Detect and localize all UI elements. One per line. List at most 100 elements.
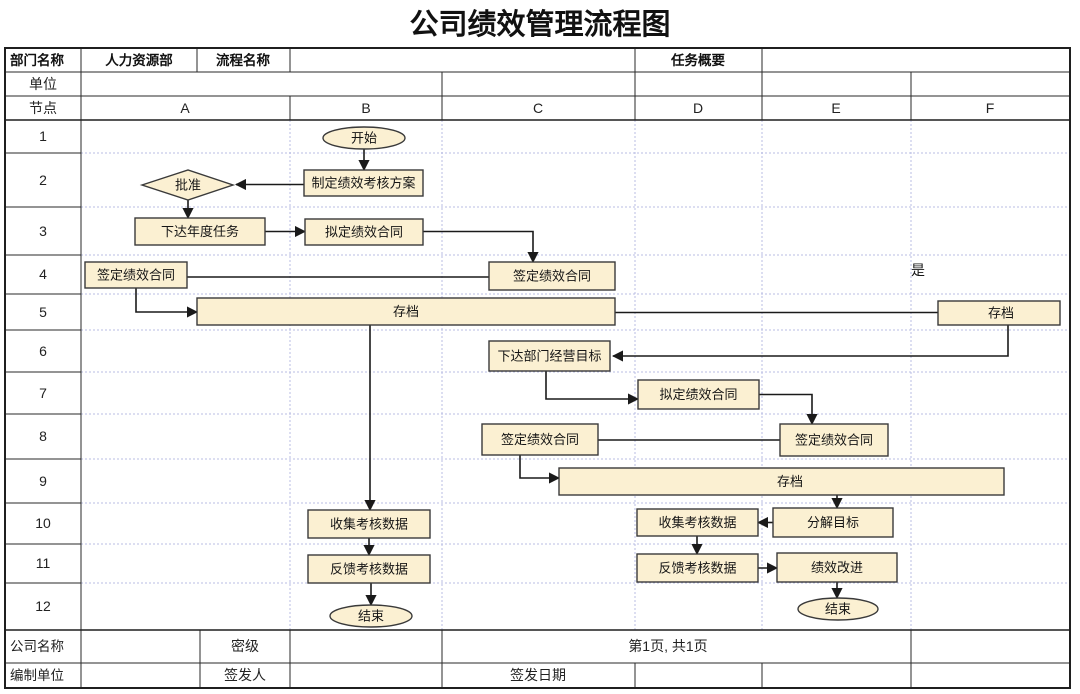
node-label: 签定绩效合同: [513, 269, 591, 284]
node-collect-data-b[interactable]: 收集考核数据: [307, 509, 431, 539]
node-feedback-data-d[interactable]: 反馈考核数据: [636, 553, 759, 583]
row-number-10: 10: [35, 515, 51, 531]
node-sign-contract-c1[interactable]: 签定绩效合同: [488, 261, 616, 291]
connector-dept-goals-to-draft-d: [545, 371, 640, 405]
connector-draft-b-to-sign-c1: [423, 230, 539, 264]
node-label: 收集考核数据: [658, 515, 736, 530]
process-box: [134, 217, 266, 246]
node-archive-cf[interactable]: 存档: [558, 467, 1005, 496]
node-create-plan[interactable]: 制定绩效考核方案: [303, 169, 424, 197]
process-box: [937, 300, 1061, 326]
process-box: [637, 379, 760, 410]
page-title: 公司绩效管理流程图: [409, 7, 670, 41]
process-box: [772, 507, 894, 538]
company-name-label: 公司名称: [10, 639, 64, 654]
node-sign-contract-a[interactable]: 签定绩效合同: [84, 261, 188, 289]
process-box: [779, 423, 889, 457]
row-number-12: 12: [35, 598, 51, 614]
node-label: 存档: [988, 306, 1014, 321]
node-label: 批准: [175, 178, 201, 193]
table-header: 部门名称 人力资源部 流程名称 任务概要 单位 节点 A B C D E F: [10, 52, 994, 116]
table-grid: [4, 47, 1071, 689]
node-archive-f[interactable]: 存档: [937, 300, 1061, 326]
node-label: 制定绩效考核方案: [311, 176, 415, 191]
task-summary-label: 任务概要: [670, 52, 725, 68]
node-improve[interactable]: 绩效改进: [776, 552, 898, 583]
node-approve[interactable]: 批准: [139, 169, 236, 201]
node-label: 开始: [351, 131, 377, 146]
process-box: [307, 554, 431, 584]
node-label: 反馈考核数据: [330, 562, 408, 577]
connector-draft-d-to-sign-e: [759, 393, 818, 426]
dept-name-value: 人力资源部: [105, 52, 173, 68]
yes-branch-label: 是: [911, 262, 925, 278]
node-label: 拟定绩效合同: [659, 387, 737, 402]
row-number-7: 7: [39, 385, 47, 401]
issuer-label: 签发人: [224, 667, 266, 683]
node-label: 下达年度任务: [161, 224, 239, 239]
node-label: 下达部门经营目标: [497, 349, 601, 364]
grid-solid-lines: [5, 48, 1070, 688]
node-end-e[interactable]: 结束: [797, 597, 879, 621]
row-number-8: 8: [39, 428, 47, 444]
page-info: 第1页, 共1页: [628, 638, 707, 654]
node-label: 结束: [358, 609, 384, 624]
row-number-3: 3: [39, 223, 47, 239]
end-oval: [329, 604, 413, 628]
process-name-label: 流程名称: [216, 52, 270, 68]
node-end-b[interactable]: 结束: [329, 604, 413, 628]
process-box: [636, 553, 759, 583]
node-label: 签定绩效合同: [97, 268, 175, 283]
table-outer-border: [4, 47, 1071, 689]
column-header-d: D: [693, 100, 703, 116]
row-number-2: 2: [39, 172, 47, 188]
process-box: [776, 552, 898, 583]
row-number-1: 1: [39, 128, 47, 144]
column-header-c: C: [533, 100, 543, 116]
approve-diamond: [139, 169, 236, 201]
node-label: 收集考核数据: [330, 517, 408, 532]
table-footer: 公司名称 密级 第1页, 共1页 编制单位 签发人 签发日期: [10, 638, 708, 683]
end-oval: [797, 597, 879, 621]
node-label: 签定绩效合同: [501, 432, 579, 447]
connector-sign-a-to-archive-bc: [135, 288, 199, 318]
process-box: [488, 340, 611, 372]
column-header-b: B: [361, 100, 370, 116]
node-label: 绩效改进: [811, 560, 863, 575]
process-box: [307, 509, 431, 539]
node-draft-contract-b[interactable]: 拟定绩效合同: [304, 218, 424, 246]
secrecy-label: 密级: [231, 638, 259, 654]
node-label: 存档: [777, 474, 803, 489]
process-box: [304, 218, 424, 246]
node-sign-contract-e[interactable]: 签定绩效合同: [779, 423, 889, 457]
row-number-11: 11: [36, 555, 51, 571]
process-box: [636, 508, 759, 537]
node-label: 存档: [393, 304, 419, 319]
node-issue-dept-goals[interactable]: 下达部门经营目标: [488, 340, 611, 372]
row-number-4: 4: [39, 266, 47, 282]
row-number-5: 5: [39, 304, 47, 320]
node-feedback-data-b[interactable]: 反馈考核数据: [307, 554, 431, 584]
node-row-label: 节点: [29, 100, 57, 116]
node-sign-contract-c2[interactable]: 签定绩效合同: [481, 423, 599, 456]
node-issue-annual-tasks[interactable]: 下达年度任务: [134, 217, 266, 246]
dept-name-label: 部门名称: [10, 52, 64, 68]
column-header-e: E: [831, 100, 840, 116]
process-box: [84, 261, 188, 289]
connector-sign-c2-to-archive-cf: [519, 455, 561, 484]
node-start[interactable]: 开始: [322, 126, 406, 150]
row-number-9: 9: [39, 473, 47, 489]
connector-archive-f-to-dept-goals: [611, 325, 1009, 362]
node-archive-bc[interactable]: 存档: [196, 297, 616, 326]
node-draft-contract-d[interactable]: 拟定绩效合同: [637, 379, 760, 410]
column-header-f: F: [986, 100, 995, 116]
grid-strong-lines: [5, 119, 1070, 631]
node-label: 反馈考核数据: [658, 561, 736, 576]
unit-label: 单位: [29, 76, 57, 92]
node-collect-data-d[interactable]: 收集考核数据: [636, 508, 759, 537]
row-number-6: 6: [39, 343, 47, 359]
process-box: [488, 261, 616, 291]
node-decompose-goals[interactable]: 分解目标: [772, 507, 894, 538]
process-box: [481, 423, 599, 456]
